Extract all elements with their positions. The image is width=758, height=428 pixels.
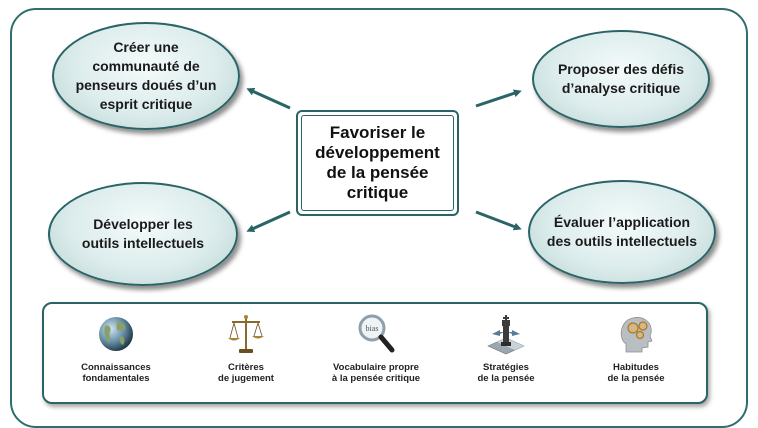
- tool-strategies-label: Stratégies de la pensée: [477, 362, 535, 384]
- center-title: Favoriser le développement de la pensée …: [315, 123, 440, 202]
- oval-evaluate-tools-text: Évaluer l’application des outils intelle…: [546, 214, 698, 249]
- arrow-bottom-right: [475, 210, 522, 231]
- arrow-top-left: [246, 87, 291, 110]
- center-inner: Favoriser le développement de la pensée …: [301, 115, 454, 211]
- arrow-top-right: [475, 89, 522, 108]
- tool-knowledge-label: Connaissances fondamentales: [81, 362, 151, 384]
- tool-criteria-label: Critères de jugement: [218, 362, 274, 384]
- tool-habits-label: Habitudes de la pensée: [607, 362, 665, 384]
- tool-vocabulary-label: Vocabulaire propre à la pensée critique: [331, 362, 421, 384]
- tool-habits: Habitudes de la pensée: [576, 304, 696, 404]
- oval-develop-tools: Développer les outils intellectuels: [48, 182, 238, 286]
- scales-icon: [228, 315, 264, 353]
- globe-icon: [99, 317, 133, 351]
- oval-propose-challenges-text: Proposer des défis d’analyse critique: [557, 61, 685, 96]
- tool-vocabulary: bias Vocabulaire propre à la pensée crit…: [316, 304, 436, 404]
- oval-evaluate-tools: Évaluer l’application des outils intelle…: [528, 180, 716, 284]
- center-box: Favoriser le développement de la pensée …: [296, 110, 459, 216]
- tools-panel: Connaissances fondamentales Critères de …: [42, 302, 708, 404]
- chess-icon: [487, 315, 525, 355]
- oval-create-community: Créer une communauté de penseurs doués d…: [52, 22, 240, 130]
- tool-criteria: Critères de jugement: [186, 304, 306, 404]
- tool-knowledge: Connaissances fondamentales: [56, 304, 176, 404]
- head-gears-icon: [620, 317, 653, 353]
- tool-strategies: Stratégies de la pensée: [446, 304, 566, 404]
- arrow-bottom-left: [246, 210, 291, 233]
- oval-propose-challenges: Proposer des défis d’analyse critique: [532, 30, 710, 128]
- oval-create-community-text: Créer une communauté de penseurs doués d…: [75, 39, 217, 112]
- oval-develop-tools-text: Développer les outils intellectuels: [81, 216, 205, 251]
- magnifier-text: bias: [366, 324, 379, 333]
- magnifier-icon: bias: [358, 314, 395, 353]
